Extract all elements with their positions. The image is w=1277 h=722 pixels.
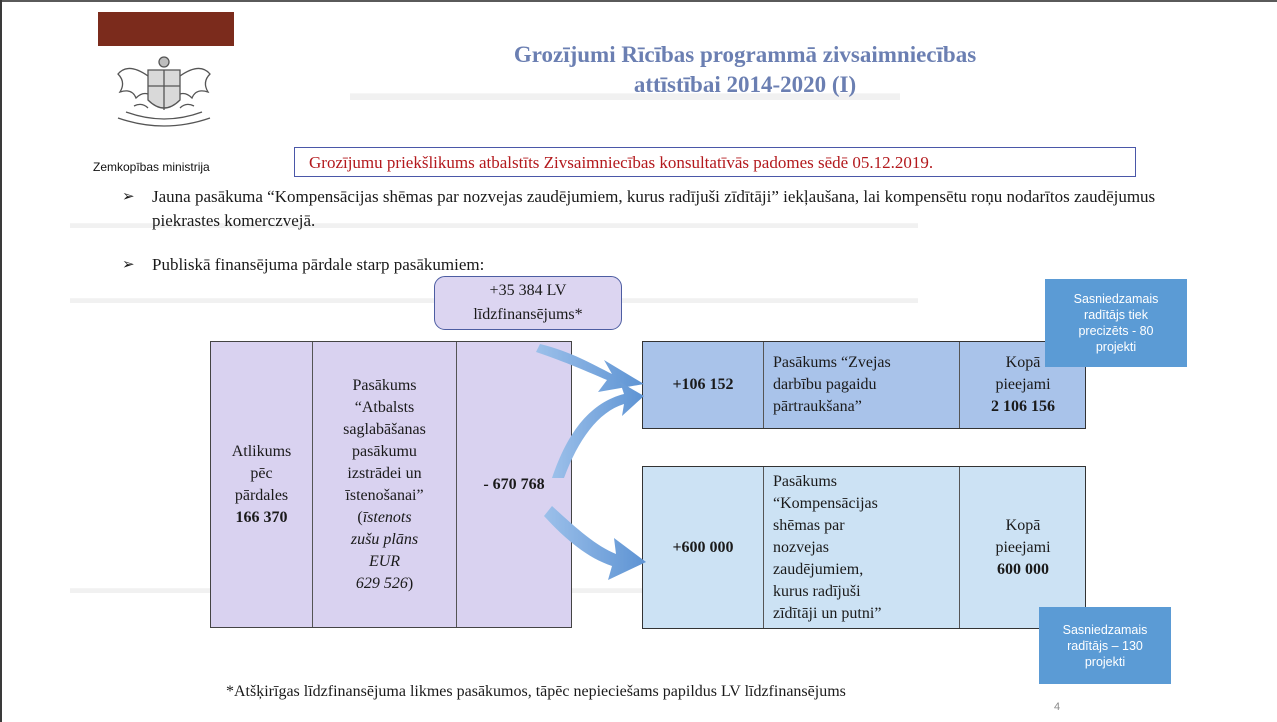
balance-label: pārdales xyxy=(234,486,289,504)
page-border-left xyxy=(0,0,2,722)
column-divider xyxy=(312,342,313,627)
total-label: Kopā xyxy=(1005,516,1041,534)
target-measure-1-box: +106 152 Pasākums “Zvejas darbību pagaid… xyxy=(642,341,1086,429)
implemented-plan-note: (īstenots xyxy=(357,508,412,526)
target-2-change: +600 000 xyxy=(672,538,734,556)
note-text: precizēts - 80 xyxy=(1078,324,1154,338)
measure-name: zīdītāji un putni” xyxy=(773,604,882,622)
measure-name: Pasākums xyxy=(352,376,417,394)
indicator-note-2: Sasniedzamais radītājs – 130 projekti xyxy=(1039,607,1171,684)
note-text: projekti xyxy=(1084,654,1126,669)
page-title: Grozījumi Rīcības programmā zivsaimniecī… xyxy=(290,40,1200,100)
measure-name: Pasākums “Zvejas xyxy=(773,354,891,371)
column-divider xyxy=(763,342,764,428)
source-measure-column: Pasākums “Atbalsts saglabāšanas pasākumu… xyxy=(343,376,426,592)
arrow-bullet-icon: ➢ xyxy=(122,189,135,205)
total-value: 600 000 xyxy=(997,560,1049,578)
measure-name: kurus radījuši xyxy=(773,582,861,600)
bullet-text: Jauna pasākuma “Kompensācijas shēmas par… xyxy=(152,187,1156,230)
bullet-reallocation: ➢ Publiskā finansējuma pārdale starp pas… xyxy=(122,253,822,277)
source-change-value: - 670 768 xyxy=(483,475,545,493)
bullet-new-measure: ➢ Jauna pasākuma “Kompensācijas shēmas p… xyxy=(122,185,1202,233)
balance-label: Atlikums xyxy=(231,442,292,460)
note-text: Sasniedzamais xyxy=(1062,622,1148,637)
arrow-source-to-target1 xyxy=(552,382,644,478)
column-divider xyxy=(959,467,960,628)
measure-name: “Atbalsts xyxy=(354,398,415,416)
logo-color-bar xyxy=(98,12,234,46)
coat-of-arms-emblem xyxy=(117,56,211,127)
measure-name: Pasākums xyxy=(773,472,837,490)
total-label: pieejami xyxy=(995,376,1051,393)
page-number: 4 xyxy=(1054,701,1061,713)
total-label: Kopā xyxy=(1005,354,1041,371)
footnote: *Atšķirīgas līdzfinansējuma likmes pasāk… xyxy=(226,683,846,700)
total-label: pieejami xyxy=(995,538,1051,556)
target-measure-2-box: +600 000 Pasākums “Kompensācijas shēmas … xyxy=(642,466,1086,629)
note-text: radītājs – 130 xyxy=(1067,638,1143,653)
cofinancing-label: līdzfinansējums* xyxy=(473,306,583,323)
target-1-total: Kopā pieejami 2 106 156 xyxy=(960,342,1086,428)
target-1-change: +106 152 xyxy=(672,376,734,393)
measure-name: darbību pagaidu xyxy=(773,376,877,393)
arrow-cofinancing-to-target1 xyxy=(536,344,644,392)
measure-name: pārtraukšana” xyxy=(773,398,862,415)
measure-name: shēmas par xyxy=(773,516,845,534)
target-2-total: Kopā pieejami 600 000 xyxy=(960,467,1086,628)
bullet-text: Publiskā finansējuma pārdale starp pasāk… xyxy=(152,255,485,274)
balance-value: 166 370 xyxy=(235,508,288,526)
implemented-plan-text: EUR xyxy=(368,552,401,570)
arrow-source-to-target2 xyxy=(544,506,646,580)
note-text: projekti xyxy=(1095,340,1137,354)
implemented-plan-text: īstenots xyxy=(362,508,412,526)
measure-name: “Kompensācijas xyxy=(773,494,878,512)
indicator-note-1: Sasniedzamais radītājs tiek precizēts - … xyxy=(1045,279,1187,367)
target-2-name: Pasākums “Kompensācijas shēmas par nozve… xyxy=(773,467,953,628)
title-line-1: Grozījumi Rīcības programmā zivsaimniecī… xyxy=(513,42,977,67)
column-divider xyxy=(456,342,457,627)
measure-name: pasākumu xyxy=(352,442,417,460)
measure-name: izstrādei un xyxy=(347,464,422,482)
bleed-through-text: ▬▬▬▬▬▬▬▬▬▬▬▬▬▬▬▬▬▬▬▬▬▬▬▬▬▬▬▬▬▬▬▬▬▬▬▬▬▬▬▬… xyxy=(70,215,918,232)
measure-name: saglabāšanas xyxy=(343,420,426,438)
balance-label: pēc xyxy=(250,464,273,482)
source-measure-box: Atlikums pēc pārdales 166 370 Pasākums “… xyxy=(210,341,572,628)
title-line-2: attīstībai 2014-2020 (I) xyxy=(633,72,857,97)
cofinancing-amount: +35 384 LV xyxy=(489,282,567,299)
approval-notice: Grozījumu priekšlikums atbalstīts Zivsai… xyxy=(294,147,1136,177)
measure-name: nozvejas xyxy=(773,538,829,556)
balance-column: Atlikums pēc pārdales 166 370 xyxy=(211,342,312,627)
note-text: radītājs tiek xyxy=(1084,308,1148,322)
measure-name: zaudējumiem, xyxy=(773,560,864,578)
arrow-bullet-icon: ➢ xyxy=(122,257,135,273)
column-divider xyxy=(763,467,764,628)
column-divider xyxy=(959,342,960,428)
source-change-column: - 670 768 xyxy=(457,342,571,627)
cofinancing-callout: +35 384 LV līdzfinansējums* xyxy=(434,276,622,330)
target-1-name: Pasākums “Zvejas darbību pagaidu pārtrau… xyxy=(773,342,953,428)
implemented-plan-text: zušu plāns xyxy=(350,530,419,548)
ministry-name: Zemkopības ministrija xyxy=(93,160,210,174)
note-text: Sasniedzamais xyxy=(1073,292,1159,306)
implemented-plan-value: 629 526 xyxy=(355,574,408,592)
measure-name: īstenošanai” xyxy=(345,486,424,504)
page-border-top xyxy=(0,0,1277,2)
bleed-through-text: ▬▬▬▬▬▬▬▬▬▬▬▬▬▬▬▬▬▬▬▬▬▬▬▬▬ xyxy=(350,80,900,105)
total-value: 2 106 156 xyxy=(991,398,1055,415)
